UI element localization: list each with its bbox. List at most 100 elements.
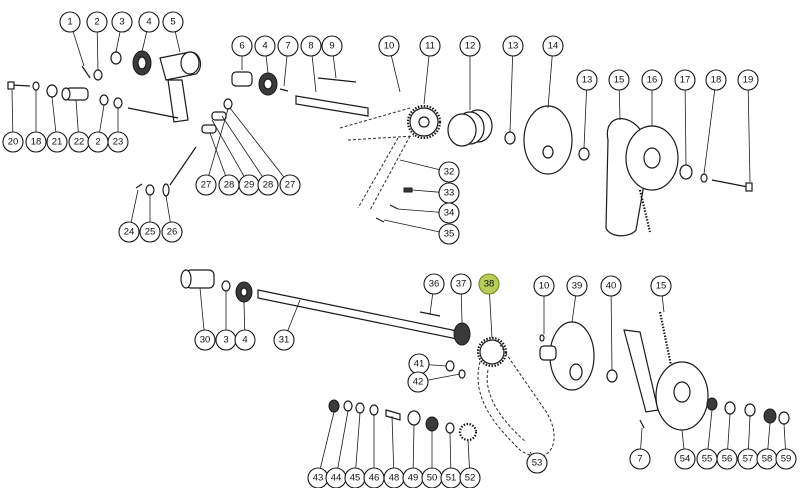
callout-9[interactable]: 9 (321, 35, 343, 57)
callout-5[interactable]: 5 (162, 11, 184, 33)
callout-8[interactable]: 8 (300, 35, 322, 57)
washer-part (93, 69, 103, 81)
callout-51[interactable]: 51 (440, 467, 462, 488)
leader-line-28 (209, 132, 226, 176)
callout-52[interactable]: 52 (459, 467, 481, 488)
callout-25[interactable]: 25 (139, 221, 161, 243)
callout-39[interactable]: 39 (566, 275, 588, 297)
callout-17[interactable]: 17 (674, 69, 696, 91)
callout-11[interactable]: 11 (419, 35, 441, 57)
callout-10[interactable]: 10 (378, 35, 400, 57)
callout-number: 7 (637, 454, 642, 465)
callout-44[interactable]: 44 (325, 467, 347, 488)
callout-2[interactable]: 2 (87, 131, 109, 153)
callout-27[interactable]: 27 (279, 174, 301, 196)
leader-line-39 (571, 295, 577, 323)
callout-3[interactable]: 3 (215, 329, 237, 351)
callout-35[interactable]: 35 (438, 223, 460, 245)
callout-31[interactable]: 31 (273, 329, 295, 351)
callout-56[interactable]: 56 (716, 448, 738, 470)
callout-bubble (459, 35, 481, 57)
callout-bubble (526, 452, 548, 474)
callout-34[interactable]: 34 (438, 202, 460, 224)
leader-line-43 (319, 411, 335, 469)
callout-54[interactable]: 54 (674, 448, 696, 470)
callout-24[interactable]: 24 (118, 221, 140, 243)
callout-18[interactable]: 18 (705, 69, 727, 91)
callout-number: 33 (444, 188, 455, 199)
spacer-part (231, 71, 253, 87)
callout-bubble (86, 11, 108, 33)
callout-58[interactable]: 58 (756, 448, 778, 470)
callout-55[interactable]: 55 (696, 448, 718, 470)
callout-14[interactable]: 14 (542, 35, 564, 57)
callout-20[interactable]: 20 (2, 131, 24, 153)
leader-line-58 (767, 422, 771, 450)
callout-38[interactable]: 38 (478, 273, 500, 295)
callout-bubble (162, 11, 184, 33)
callout-41[interactable]: 41 (408, 353, 430, 375)
callout-30[interactable]: 30 (194, 329, 216, 351)
leader-line-8 (311, 55, 317, 93)
callout-13[interactable]: 13 (502, 35, 524, 57)
callout-48[interactable]: 48 (383, 467, 405, 488)
callout-46[interactable]: 46 (363, 467, 385, 488)
callout-15[interactable]: 15 (650, 275, 672, 297)
callout-59[interactable]: 59 (775, 448, 797, 470)
callout-number: 2 (95, 137, 100, 148)
callout-28[interactable]: 28 (257, 174, 279, 196)
leader-line-35 (383, 219, 440, 233)
callout-4[interactable]: 4 (138, 11, 160, 33)
callout-37[interactable]: 37 (450, 273, 472, 295)
spacer-part (706, 397, 718, 411)
callout-53[interactable]: 53 (526, 452, 548, 474)
callout-number: 57 (743, 454, 754, 465)
callout-bubble (478, 273, 500, 295)
callout-2[interactable]: 2 (86, 11, 108, 33)
callout-7[interactable]: 7 (629, 448, 651, 470)
leader-lines (11, 31, 786, 469)
callout-21[interactable]: 21 (46, 131, 68, 153)
washer-part (32, 81, 40, 91)
callout-43[interactable]: 43 (307, 467, 329, 488)
leader-line-18 (703, 89, 716, 175)
leader-line-48 (391, 415, 395, 469)
callout-12[interactable]: 12 (459, 35, 481, 57)
callout-45[interactable]: 45 (344, 467, 366, 488)
callout-number: 4 (146, 17, 151, 28)
callout-6[interactable]: 6 (231, 35, 253, 57)
bolt-part (385, 409, 401, 421)
callout-23[interactable]: 23 (107, 131, 129, 153)
callout-18[interactable]: 18 (25, 131, 47, 153)
callout-10[interactable]: 10 (533, 275, 555, 297)
callout-4[interactable]: 4 (254, 35, 276, 57)
callout-27[interactable]: 27 (195, 174, 217, 196)
callout-42[interactable]: 42 (407, 371, 429, 393)
callout-bubble (650, 275, 672, 297)
callout-number: 12 (465, 41, 476, 52)
callout-7[interactable]: 7 (277, 35, 299, 57)
callout-26[interactable]: 26 (161, 221, 183, 243)
callout-33[interactable]: 33 (438, 182, 460, 204)
callout-4[interactable]: 4 (234, 329, 256, 351)
callout-15[interactable]: 15 (608, 69, 630, 91)
callout-3[interactable]: 3 (111, 11, 133, 33)
callout-57[interactable]: 57 (737, 448, 759, 470)
washer-part (113, 97, 123, 109)
leader-line-57 (748, 415, 751, 450)
callout-32[interactable]: 32 (438, 161, 460, 183)
callout-49[interactable]: 49 (402, 467, 424, 488)
callout-number: 18 (711, 75, 722, 86)
leader-line-33 (411, 189, 440, 193)
callout-29[interactable]: 29 (238, 174, 260, 196)
callout-50[interactable]: 50 (421, 467, 443, 488)
callout-40[interactable]: 40 (600, 275, 622, 297)
callout-36[interactable]: 36 (423, 273, 445, 295)
callout-22[interactable]: 22 (68, 131, 90, 153)
callout-16[interactable]: 16 (641, 69, 663, 91)
callout-13[interactable]: 13 (576, 69, 598, 91)
callout-28[interactable]: 28 (218, 174, 240, 196)
callout-number: 41 (414, 359, 425, 370)
callout-19[interactable]: 19 (737, 69, 759, 91)
callout-1[interactable]: 1 (59, 11, 81, 33)
